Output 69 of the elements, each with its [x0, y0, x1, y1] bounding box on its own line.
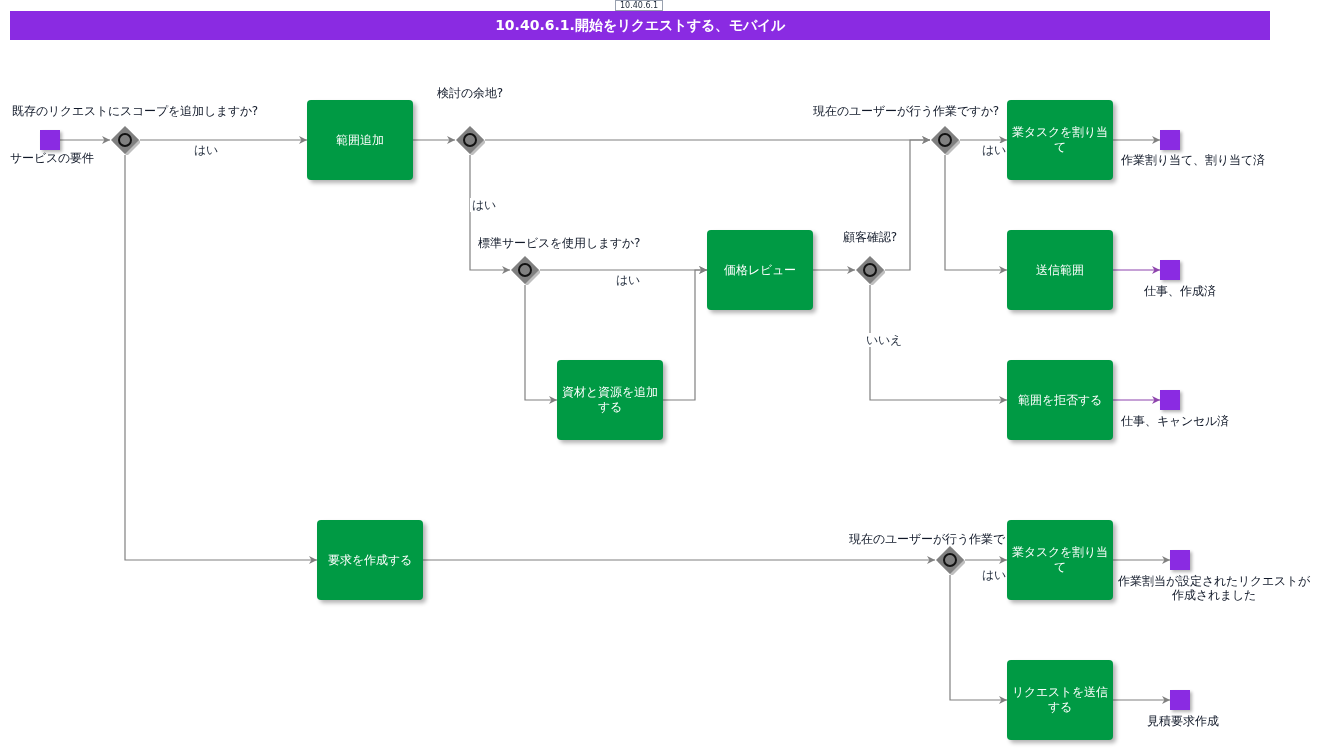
- task-label: 範囲を拒否する: [1018, 392, 1102, 408]
- arrow: [812, 266, 856, 274]
- arrow: [124, 154, 318, 564]
- gateway-diamond: [935, 545, 965, 575]
- node-caption: 見積要求作成: [1146, 714, 1220, 728]
- arrow: [662, 266, 708, 401]
- task-label: 要求を作成する: [328, 552, 412, 568]
- arrow: [959, 136, 1008, 144]
- task-label: 送信範囲: [1036, 262, 1084, 278]
- task-box: [557, 360, 663, 440]
- task-label: リクエストを送信する: [1011, 685, 1109, 715]
- gateway-diamond: [510, 255, 540, 285]
- task-box: [1007, 100, 1113, 180]
- task-label: 範囲追加: [336, 132, 384, 148]
- title-bar: 10.40.6.1.開始をリクエストする、モバイル: [10, 11, 1270, 40]
- arrow: [1112, 556, 1171, 564]
- node-caption: 仕事、作成済: [1143, 284, 1217, 298]
- edge-label: はい: [192, 143, 220, 157]
- edge-label: はい: [614, 273, 642, 287]
- node-caption: 検討の余地?: [435, 86, 505, 100]
- task-box: [317, 520, 423, 600]
- node-caption: サービスの要件: [9, 151, 95, 165]
- gateway-diamond: [930, 125, 960, 155]
- task-box: [1007, 230, 1113, 310]
- arrow: [139, 136, 308, 144]
- event-square: [1160, 130, 1180, 150]
- task-box: [707, 230, 813, 310]
- task-label: 価格レビュー: [724, 262, 796, 278]
- event-square: [1160, 390, 1180, 410]
- task-box: [1007, 360, 1113, 440]
- node-caption: 現在のユーザーが行う作業ですか?: [811, 104, 1001, 118]
- edge-label: いいえ: [864, 333, 904, 347]
- edge-label: はい: [470, 198, 498, 212]
- node-caption: 顧客確認?: [841, 230, 899, 244]
- arrow: [1112, 266, 1161, 274]
- arrow: [422, 556, 936, 564]
- event-square: [1160, 260, 1180, 280]
- arrow: [524, 284, 558, 404]
- node-caption: 作業割当が設定されたリクエストが作成されました: [1117, 574, 1311, 602]
- arrow: [469, 154, 511, 274]
- arrow: [869, 284, 1008, 404]
- arrow: [412, 136, 456, 144]
- arrow: [964, 556, 1008, 564]
- task-box: [1007, 660, 1113, 740]
- arrow: [944, 154, 1008, 274]
- task-box: [307, 100, 413, 180]
- edge-label: はい: [980, 568, 1008, 582]
- edge-label: はい: [980, 143, 1008, 157]
- node-caption: 現在のユーザーが行う作業で: [848, 532, 1006, 546]
- gateway-diamond: [855, 255, 885, 285]
- arrow: [1112, 396, 1161, 404]
- gateway-diamond: [455, 125, 485, 155]
- arrow: [1112, 136, 1161, 144]
- node-caption: 標準サービスを使用しますか?: [478, 236, 642, 250]
- event-square: [1170, 550, 1190, 570]
- task-label: 資材と資源を追加する: [561, 385, 659, 415]
- arrow: [1112, 696, 1171, 704]
- event-square: [40, 130, 60, 150]
- task-label: 業タスクを割り当て: [1011, 125, 1109, 155]
- arrow: [949, 574, 1008, 704]
- node-caption: 既存のリクエストにスコープを追加しますか?: [10, 104, 260, 118]
- node-caption: 仕事、キャンセル済: [1120, 414, 1230, 428]
- event-square: [1170, 690, 1190, 710]
- node-caption: 作業割り当て、割り当て済: [1120, 153, 1266, 167]
- arrow: [59, 136, 111, 144]
- arrow: [884, 136, 931, 271]
- task-box: [1007, 520, 1113, 600]
- gateway-diamond: [110, 125, 140, 155]
- task-label: 業タスクを割り当て: [1011, 545, 1109, 575]
